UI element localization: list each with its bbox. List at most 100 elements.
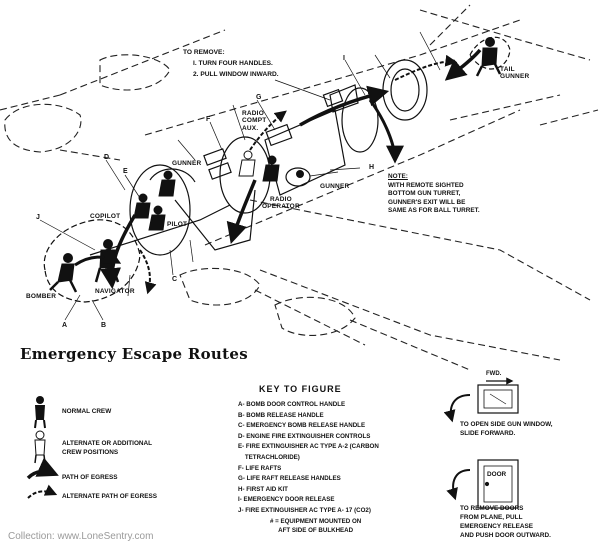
- crew-radio-aux: [262, 155, 280, 182]
- fuselage-top-line: [144, 19, 521, 136]
- tail-window-inner: [390, 68, 420, 112]
- remove-step-1: I. TURN FOUR HANDLES.: [193, 60, 273, 67]
- bomb-bay-wall: [174, 189, 256, 251]
- label-tail-gunner: TAIL GUNNER: [500, 66, 530, 81]
- remove-window-instructions: TO REMOVE: I. TURN FOUR HANDLES. 2. PULL…: [183, 47, 279, 80]
- label-copilot: COPILOT: [90, 213, 121, 220]
- letter-f: F: [206, 116, 211, 123]
- path-radio-waist: [299, 85, 390, 127]
- key-item: B- BOMB RELEASE HANDLE: [238, 411, 324, 419]
- ball-turret: [285, 167, 311, 187]
- key-item: G- LIFE RAFT RELEASE HANDLES: [238, 475, 341, 483]
- legend-normal-crew: NORMAL CREW: [62, 408, 112, 415]
- crew-copilot: [133, 193, 151, 219]
- fin: [429, 4, 471, 46]
- label-pilot: PILOT: [167, 221, 188, 228]
- tail-turret: [469, 36, 511, 70]
- right-wing-leading: [249, 199, 591, 301]
- right-wing-trailing: [259, 269, 561, 361]
- outer-engine-left: [4, 103, 82, 153]
- key-item: C- EMERGENCY BOMB RELEASE HANDLE: [238, 422, 366, 430]
- label-gunner-top: GUNNER: [172, 160, 202, 167]
- aux-box: [322, 88, 344, 108]
- bulkhead-front: [129, 164, 191, 256]
- key-item: J- FIRE EXTINGUISHER AC TYPE A- 17 (CO2): [238, 506, 371, 514]
- crew-bomber: [49, 253, 78, 293]
- legend-alt-path: ALTERNATE PATH OF EGRESS: [62, 493, 158, 500]
- key-item: H- FIRST AID KIT: [238, 485, 288, 493]
- label-navigator: NAVIGATOR: [95, 288, 135, 295]
- note-block: NOTE: WITH REMOTE SIGHTED BOTTOM GUN TUR…: [388, 173, 480, 216]
- path-bomber: [74, 247, 122, 267]
- letter-c: C: [172, 276, 178, 283]
- inner-engine-left: [99, 54, 171, 91]
- door-illustration: [446, 459, 519, 509]
- note-line: SAME AS FOR BALL TURRET.: [388, 207, 480, 215]
- aircraft-phantom-outline: [0, 4, 599, 371]
- side-window-illustration: [443, 377, 519, 423]
- legend-path-symbol: [26, 457, 59, 480]
- life-raft-1: [203, 148, 227, 166]
- door-text: TO REMOVE DOORS FROM PLANE, PULL EMERGEN…: [460, 505, 551, 539]
- letter-i: I: [343, 55, 346, 62]
- note-line: BOTTOM GUN TURRET,: [388, 190, 461, 198]
- nacelle-right-1: [254, 289, 366, 346]
- legend-alt-crew: ALTERNATE OR ADDITIONAL CREW POSITIONS: [62, 440, 153, 456]
- left-wing-upper: [59, 29, 226, 96]
- tail-fin-right: [539, 109, 599, 126]
- key-item: A- BOMB DOOR CONTROL HANDLE: [238, 401, 346, 408]
- key-footnote: # = EQUIPMENT MOUNTED ON AFT SIDE OF BUL…: [270, 518, 362, 534]
- key-item: D- ENGINE FIRE EXTINGUISHER CONTROLS: [238, 432, 371, 440]
- letter-g: G: [256, 94, 262, 101]
- tail-stabilizer-lower: [449, 94, 561, 121]
- left-wing-tip: [0, 94, 61, 111]
- radio-box: [265, 123, 293, 147]
- label-bomber: BOMBER: [26, 293, 57, 300]
- legend-symbols: [26, 396, 59, 499]
- letter-j: J: [36, 214, 41, 221]
- letter-h: H: [369, 164, 375, 171]
- path-tail-gunner: [444, 48, 482, 81]
- legend-alt-crew-symbol: [34, 430, 46, 464]
- door-label: DOOR: [487, 471, 507, 478]
- letter-e: E: [123, 168, 128, 175]
- left-wing-lower: [59, 149, 121, 161]
- side-window-text: TO OPEN SIDE GUN WINDOW, SLIDE FORWARD.: [460, 421, 553, 437]
- label-gunner-right: GUNNER: [320, 183, 350, 190]
- alt-path-tail: [394, 54, 458, 81]
- fuselage-bottom-line: [204, 109, 521, 246]
- letter-d: D: [104, 154, 110, 161]
- engine-right-2: [274, 296, 356, 336]
- alt-path-top: [249, 110, 287, 151]
- page-title: Emergency Escape Routes: [20, 345, 248, 363]
- engine-right-1: [179, 267, 261, 306]
- crew-top-gunner: [158, 170, 176, 197]
- label-radio-compt: RADIO COMPT AUX.: [242, 110, 267, 132]
- legend-normal-crew-symbol: [34, 396, 46, 429]
- key-list: A- BOMB DOOR CONTROL HANDLE B- BOMB RELE…: [238, 400, 379, 517]
- note-line: GUNNER'S EXIT WILL BE: [388, 198, 466, 206]
- remove-step-2: 2. PULL WINDOW INWARD.: [193, 71, 279, 78]
- crew-pilot: [148, 205, 166, 231]
- key-title: KEY TO FIGURE: [259, 384, 342, 394]
- crew-ball-gunner: [296, 170, 304, 178]
- leader-lines: [39, 31, 441, 321]
- path-waist-door: [368, 99, 404, 164]
- cockpit-floor: [89, 204, 231, 256]
- legend-path: PATH OF EGRESS: [62, 474, 118, 481]
- crew-radio-operator: [238, 150, 256, 177]
- key-item: I- EMERGENCY DOOR RELEASE: [238, 496, 335, 504]
- note-line: WITH REMOTE SIGHTED: [388, 181, 464, 189]
- collection-credit: Collection: www.LoneSentry.com: [8, 531, 154, 542]
- key-item: E- FIRE EXTINGUISHER AC TYPE A-2 (CARBON: [238, 443, 379, 451]
- waist-bulkhead: [341, 87, 379, 153]
- top-turret-ring: [149, 168, 196, 183]
- path-radio-door: [226, 179, 257, 245]
- note-heading: NOTE:: [388, 173, 408, 180]
- remove-heading: TO REMOVE:: [183, 49, 225, 56]
- window-frame: [329, 84, 359, 113]
- side-window-label: FWD.: [486, 371, 502, 377]
- crew-tail-gunner: [475, 37, 502, 77]
- egress-paths: [74, 48, 482, 295]
